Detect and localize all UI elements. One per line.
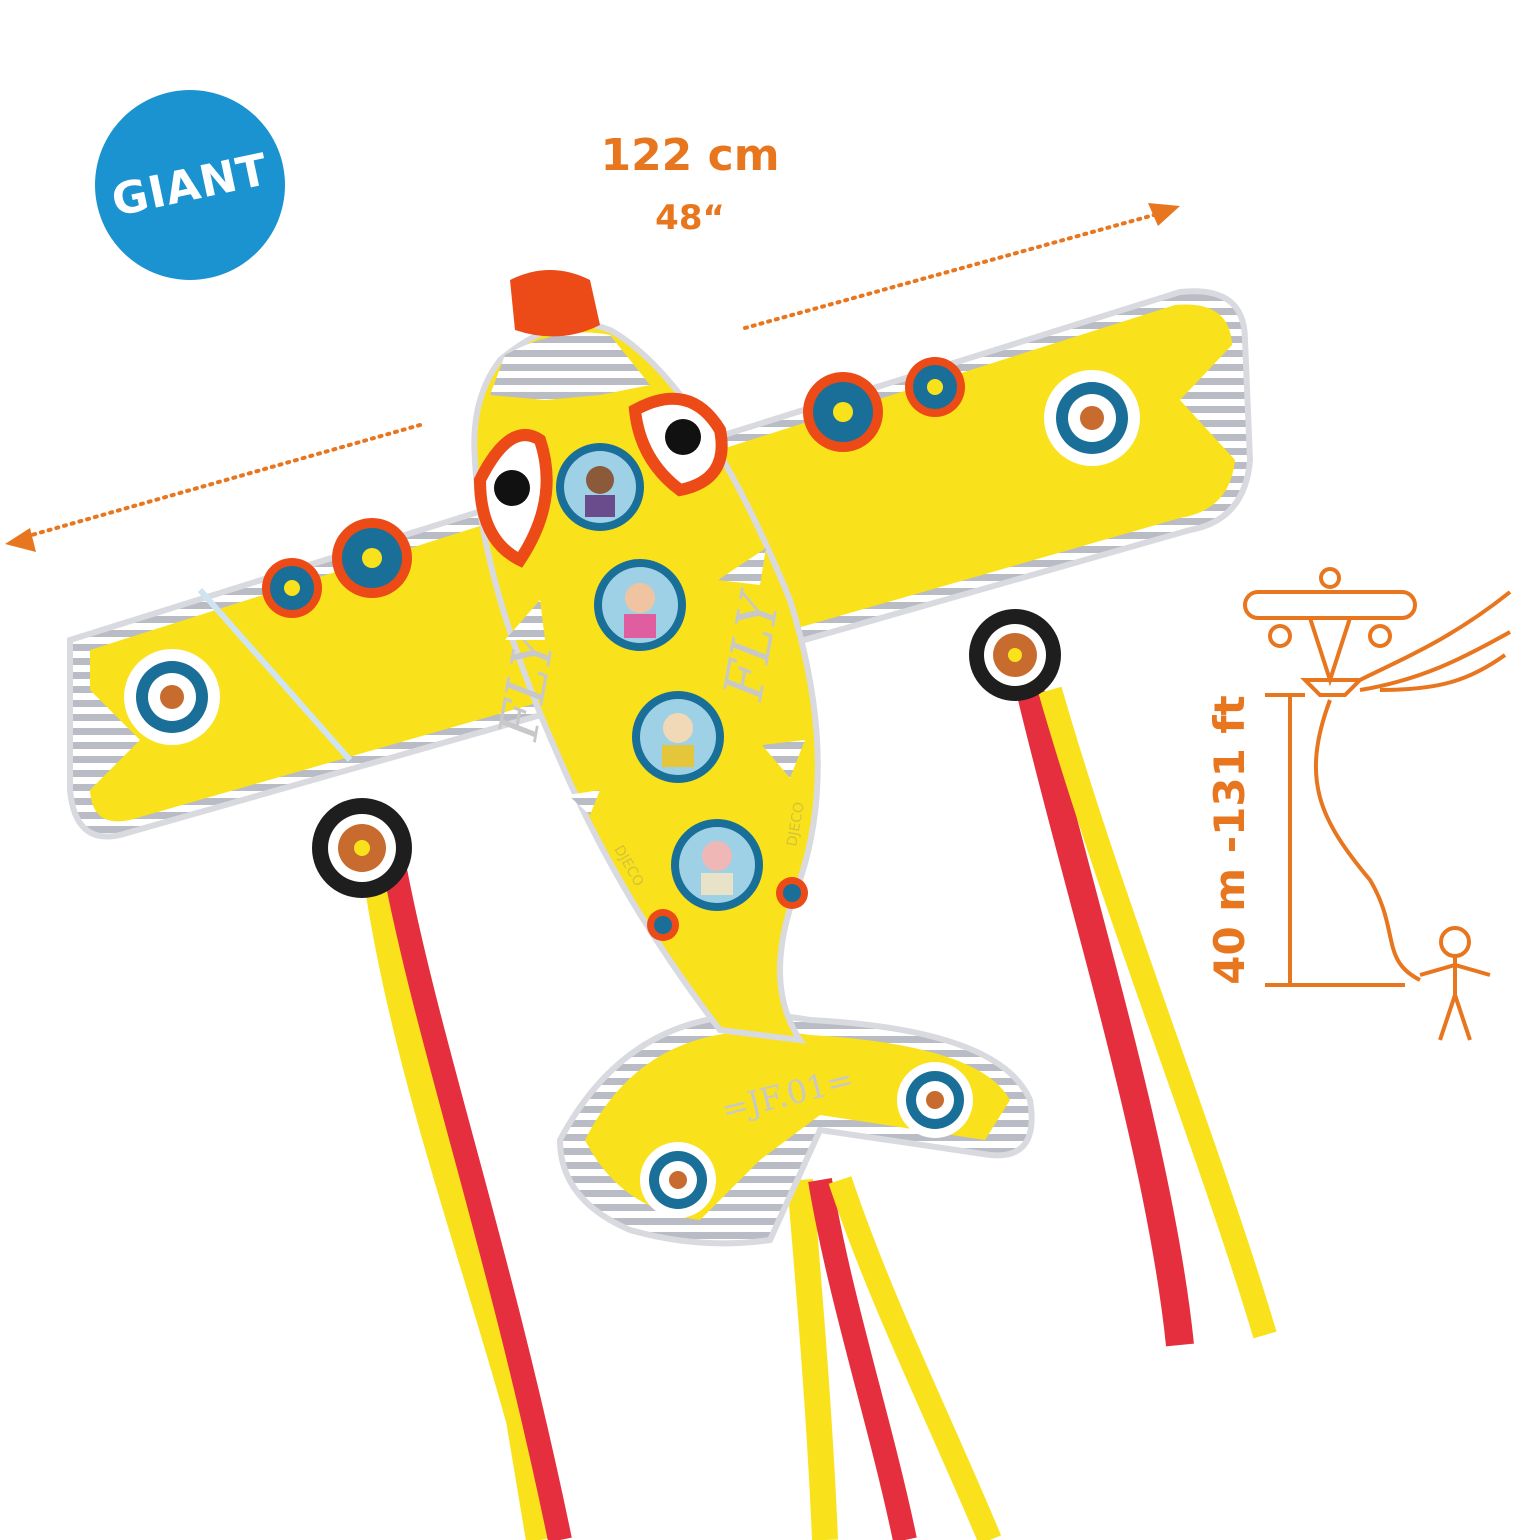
nose-cap [510,270,600,337]
svg-text:DJECO: DJECO [784,801,807,848]
right-wheel-streamers [1016,686,1277,1347]
width-arrow-left [5,423,422,552]
engine-icon [803,372,883,452]
roundel-icon [897,1062,973,1138]
pilot-porthole-icon [556,443,644,531]
tail-streamers [787,1176,1002,1540]
width-arrow-right [743,203,1180,330]
roundel-icon [1044,370,1140,466]
width-in-label: 48“ [655,198,725,238]
pilot-porthole-icon [594,559,686,651]
small-roundel-icon [776,877,808,909]
roundel-icon [640,1142,716,1218]
width-cm-label: 122 cm [600,130,780,181]
wheel-icon [969,609,1061,701]
fuselage-triangles [505,548,805,815]
pilot-porthole-icon [632,691,724,783]
left-wheel-streamers [361,858,572,1540]
engine-icon [905,357,965,417]
eye-icon [473,429,553,568]
engine-icon [332,518,412,598]
giant-badge-label: GIANT [107,143,273,227]
wheel-icon [312,798,412,898]
giant-badge: GIANT [95,90,285,280]
pilot-porthole-icon [671,819,763,911]
engine-icon [262,558,322,618]
eye-icon [628,392,728,497]
flight-height-label: 40 m -131 ft [1205,695,1254,985]
height-diagram [1243,567,1512,1041]
roundel-icon [124,649,220,745]
small-roundel-icon [647,909,679,941]
